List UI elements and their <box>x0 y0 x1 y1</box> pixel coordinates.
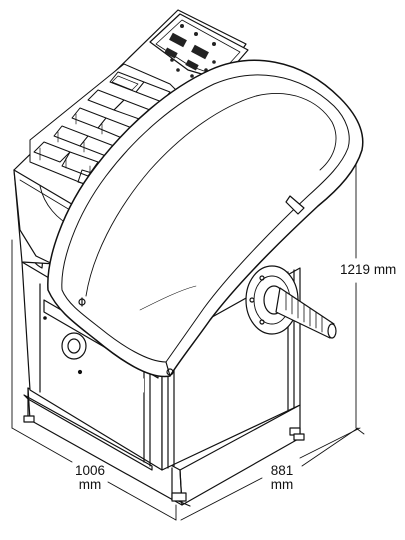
width-dimension-label: 1006 mm <box>70 464 110 492</box>
width-value: 1006 <box>74 463 106 478</box>
width-unit: mm <box>78 477 102 492</box>
height-value: 1219 <box>340 262 371 277</box>
depth-value: 881 <box>270 463 294 478</box>
depth-unit: mm <box>270 477 294 492</box>
height-unit: mm <box>373 262 397 277</box>
corner-feet <box>23 415 305 441</box>
depth-dimension-label: 881 mm <box>264 464 300 492</box>
shaft-assembly <box>245 265 337 339</box>
wheel-hood <box>47 59 364 378</box>
height-dimension-label: 1219 mm <box>340 263 396 277</box>
